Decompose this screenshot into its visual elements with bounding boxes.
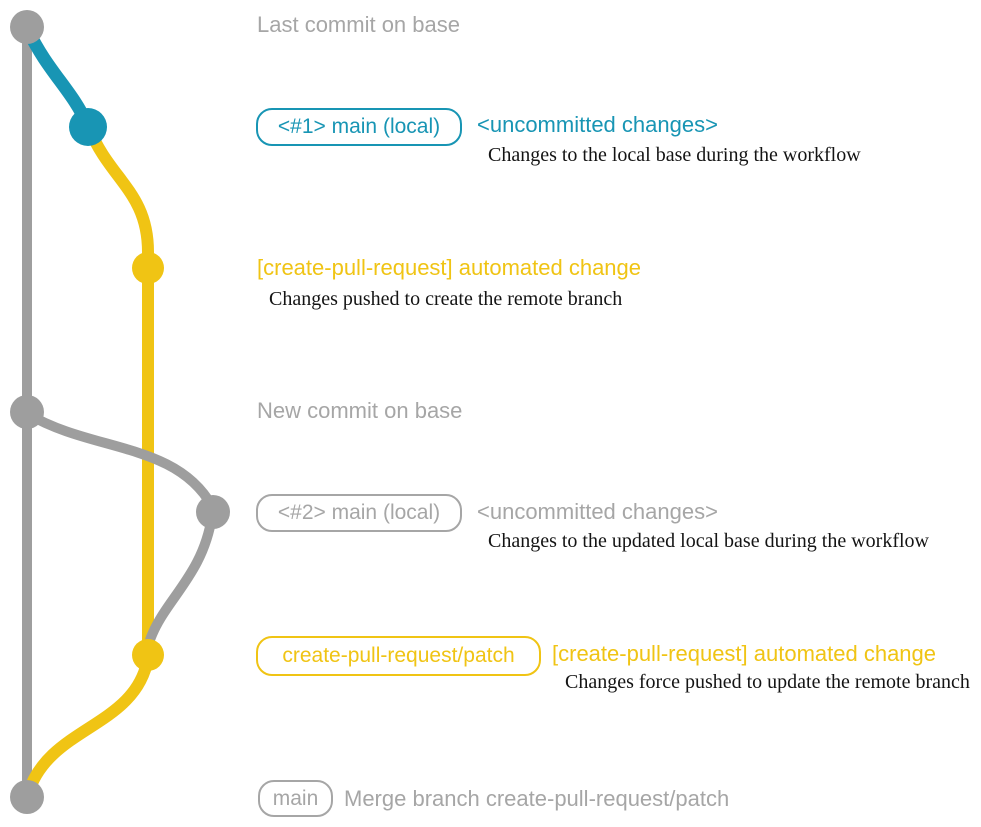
commit-dot-patch-2 bbox=[132, 639, 164, 671]
desc-local-base-changes: Changes to the local base during the wor… bbox=[488, 144, 861, 166]
commit-dot-new-base bbox=[10, 395, 44, 429]
label-automated-change-2: [create-pull-request] automated change bbox=[552, 641, 937, 666]
label-uncommitted-changes-1: <uncommitted changes> bbox=[477, 112, 718, 137]
local-main-branch-curve bbox=[21, 23, 94, 131]
branch-badge-main-local-1: <#1> main (local) bbox=[256, 108, 462, 146]
commit-dot-merge bbox=[10, 780, 44, 814]
commit-dot-last-base bbox=[10, 10, 44, 44]
desc-force-pushed-update-remote: Changes force pushed to update the remot… bbox=[565, 671, 970, 693]
commit-dot-patch-1 bbox=[132, 252, 164, 284]
git-graph bbox=[10, 10, 230, 814]
label-merge-branch: Merge branch create-pull-request/patch bbox=[344, 786, 730, 811]
label-automated-change-1: [create-pull-request] automated change bbox=[257, 255, 642, 280]
patch-branch-curve bbox=[83, 122, 154, 661]
branch-badge-main-local-2: <#2> main (local) bbox=[256, 494, 462, 532]
desc-updated-local-base-changes: Changes to the updated local base during… bbox=[488, 530, 929, 552]
label-new-commit-on-base: New commit on base bbox=[257, 398, 463, 423]
commit-dot-local-main-2 bbox=[196, 495, 230, 529]
rebase-curve bbox=[145, 511, 217, 645]
branch-badge-patch: create-pull-request/patch bbox=[256, 636, 541, 676]
branch-badge-main: main bbox=[258, 780, 333, 817]
updated-local-main-curve bbox=[23, 409, 217, 511]
label-last-commit-on-base: Last commit on base bbox=[257, 12, 460, 37]
desc-pushed-create-remote: Changes pushed to create the remote bran… bbox=[269, 288, 623, 310]
patch-merge-curve bbox=[22, 652, 154, 800]
commit-dot-local-main-1 bbox=[69, 108, 107, 146]
label-uncommitted-changes-2: <uncommitted changes> bbox=[477, 499, 718, 524]
